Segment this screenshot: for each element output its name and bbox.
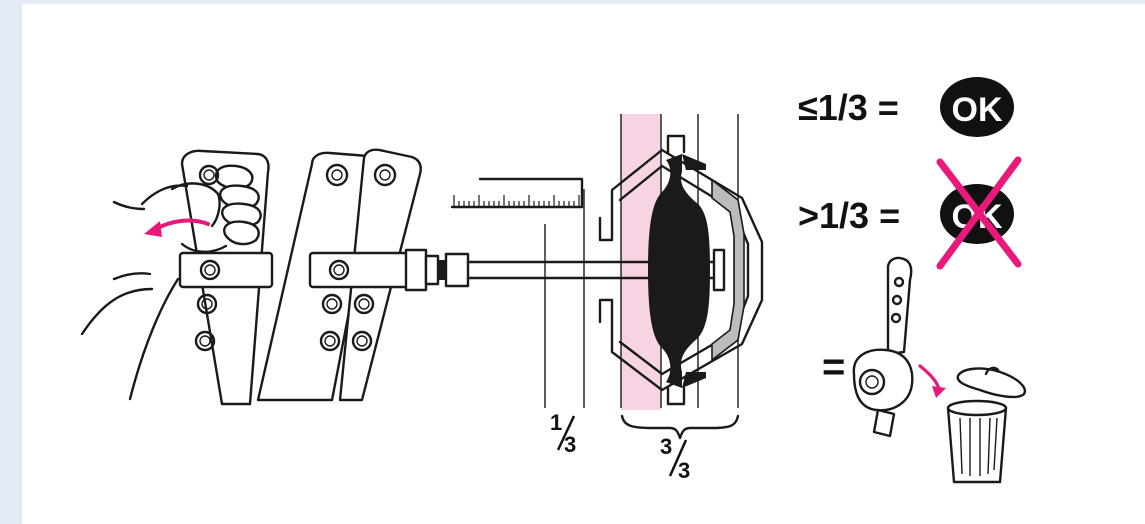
svg-text:1: 1 [550,410,562,435]
worn-adjuster-icon [852,256,914,438]
bracket [620,414,740,440]
three-thirds-label: 3 3 [660,434,690,483]
trash-can-icon [946,366,1027,484]
svg-text:3: 3 [564,432,576,457]
one-third-label: 1 3 [550,410,576,457]
ok-badge [940,77,1014,137]
slack-adjuster-icon [256,148,470,402]
diagram-canvas: 1 3 3 3 ≤1/3 = OK >1/3 = OK = [22,4,1145,524]
svg-text:3: 3 [660,434,672,459]
not-ok-condition-row: >1/3 = OK [798,156,1022,270]
svg-text:3: 3 [678,458,690,483]
ruler-icon [450,177,584,209]
brake-stroke-diagram: 1 3 3 3 ≤1/3 = OK >1/3 = OK = [80,77,1027,484]
cross-out-icon [936,156,1022,270]
equals-sign: = [822,345,845,389]
ok-condition-row: ≤1/3 = OK [798,77,1014,137]
hand-pulling-icon [80,149,274,406]
svg-text:≤1/3 =: ≤1/3 = [798,87,899,128]
brake-chamber-icon [598,134,764,406]
ok-badge-text: OK [952,91,1003,129]
arrow-left-icon [144,218,210,237]
svg-text:>1/3 =: >1/3 = [798,195,900,236]
